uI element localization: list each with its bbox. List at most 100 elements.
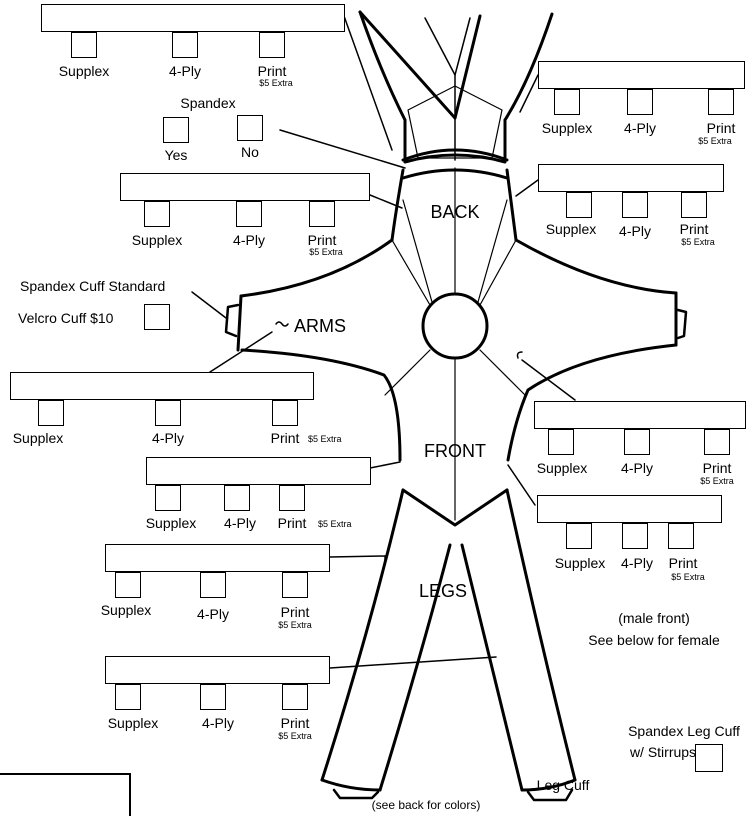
leg-left-hem: [320, 778, 382, 792]
label-spandex-cuff-standard: Spandex Cuff Standard: [20, 278, 166, 294]
checkbox-spandex-yes[interactable]: [163, 117, 189, 143]
checkbox-supplex-front-left[interactable]: [155, 485, 181, 511]
checkbox-spandex-leg-cuff[interactable]: [695, 744, 723, 772]
checkbox-4ply-top-right[interactable]: [627, 89, 653, 115]
checkbox-print-front-left[interactable]: [279, 485, 305, 511]
label-4ply: 4-Ply: [224, 515, 256, 531]
note-see-female: See below for female: [588, 632, 720, 648]
bottom-frame: [0, 773, 131, 816]
leg-left-outer: [320, 488, 405, 782]
checkbox-supplex-back-left[interactable]: [144, 201, 170, 227]
fabric-color-field-front-right[interactable]: [537, 495, 722, 523]
checkbox-4ply-front-left[interactable]: [224, 485, 250, 511]
torso-left: [390, 168, 405, 242]
label-supplex: Supplex: [545, 221, 597, 237]
checkbox-print-back-left[interactable]: [309, 201, 335, 227]
checkbox-4ply-front-right[interactable]: [622, 523, 648, 549]
label-supplex: Supplex: [145, 515, 197, 531]
leader-legs-2: [329, 656, 497, 669]
label-print-extra: $5 Extra: [278, 620, 312, 630]
checkbox-4ply-back-left[interactable]: [236, 201, 262, 227]
fabric-color-field-legs-lower[interactable]: [105, 656, 330, 684]
checkbox-supplex-top-right[interactable]: [554, 89, 580, 115]
checkbox-print-arms-right[interactable]: [704, 429, 730, 455]
arm-squiggle-left: [275, 321, 289, 327]
checkbox-spandex-no[interactable]: [237, 115, 263, 141]
checkbox-4ply-top-left[interactable]: [172, 32, 198, 58]
checkbox-print-top-left[interactable]: [259, 32, 285, 58]
label-4ply: 4-Ply: [624, 120, 656, 136]
checkbox-supplex-legs-upper[interactable]: [115, 572, 141, 598]
leader-mid-left: [369, 194, 403, 209]
arm-left-top: [239, 238, 394, 298]
label-4ply: 4-Ply: [152, 430, 184, 446]
label-supplex: Supplex: [107, 715, 159, 731]
checkbox-supplex-top-left[interactable]: [71, 32, 97, 58]
label-print: Print: [280, 715, 310, 731]
note-male-front: (male front): [618, 610, 690, 626]
checkbox-print-arms-left[interactable]: [272, 400, 298, 426]
leader-front-right: [507, 464, 536, 506]
leader-top-left: [343, 15, 393, 151]
label-4ply: 4-Ply: [621, 555, 653, 571]
shoulder-left-upper: [358, 10, 407, 122]
spandex-title: Spandex: [180, 95, 236, 111]
checkbox-supplex-arms-right[interactable]: [548, 429, 574, 455]
leader-mid-right: [515, 179, 539, 197]
label-supplex: Supplex: [131, 232, 183, 248]
checkbox-4ply-back-right[interactable]: [622, 192, 648, 218]
arm-right-cuff-tab: [676, 308, 688, 340]
checkbox-print-back-right[interactable]: [681, 192, 707, 218]
leader-spandex: [279, 129, 406, 169]
arm-left-cuff: [236, 294, 243, 352]
checkbox-print-top-right[interactable]: [708, 89, 734, 115]
checkbox-4ply-arms-left[interactable]: [155, 400, 181, 426]
fabric-color-field-legs-upper[interactable]: [105, 544, 330, 572]
fabric-color-field-arms-right[interactable]: [534, 401, 746, 429]
checkbox-supplex-back-right[interactable]: [566, 192, 592, 218]
fabric-color-field-back-left[interactable]: [120, 173, 370, 201]
checkbox-supplex-arms-left[interactable]: [38, 400, 64, 426]
label-print: Print: [280, 604, 310, 620]
checkbox-velcro-cuff[interactable]: [144, 304, 170, 330]
neck-band-top: [401, 148, 509, 162]
ray-w: [391, 239, 431, 306]
note-spandex-leg-cuff: Spandex Leg Cuff: [628, 723, 740, 739]
region-back-label: BACK: [430, 202, 480, 222]
checkbox-4ply-arms-right[interactable]: [624, 429, 650, 455]
label-supplex: Supplex: [541, 120, 593, 136]
checkbox-supplex-legs-lower[interactable]: [115, 684, 141, 710]
ray-ne: [477, 199, 508, 303]
arm-left-cuff-tab: [224, 303, 240, 338]
fabric-color-field-back-right[interactable]: [538, 164, 724, 192]
label-supplex: Supplex: [554, 555, 606, 571]
leader-arms: [209, 331, 273, 373]
label-print: Print: [307, 232, 337, 248]
label-4ply: 4-Ply: [621, 460, 653, 476]
fabric-color-field-top-right[interactable]: [538, 61, 745, 89]
label-supplex: Supplex: [12, 430, 64, 446]
leg-right-outer: [505, 488, 577, 782]
ray-nw: [402, 199, 433, 303]
leader-arm-right: [521, 359, 576, 401]
label-print: Print: [257, 63, 287, 79]
arm-right-top: [514, 238, 678, 295]
checkbox-print-legs-upper[interactable]: [282, 572, 308, 598]
fabric-color-field-top-left[interactable]: [41, 4, 345, 32]
fabric-color-field-arms-left[interactable]: [10, 372, 314, 400]
label-print-extra: $5 Extra: [309, 247, 343, 257]
back-pentagon: [407, 85, 503, 159]
torso-right: [505, 168, 518, 242]
label-supplex: Supplex: [58, 63, 110, 79]
region-legs-label: LEGS: [418, 581, 468, 601]
note-with-stirrups: w/ Stirrups: [629, 744, 697, 760]
checkbox-print-front-right[interactable]: [668, 523, 694, 549]
checkbox-print-legs-lower[interactable]: [282, 684, 308, 710]
checkbox-4ply-legs-upper[interactable]: [200, 572, 226, 598]
region-front-label: FRONT: [424, 441, 486, 461]
checkbox-4ply-legs-lower[interactable]: [200, 684, 226, 710]
ray-e: [479, 239, 517, 306]
checkbox-supplex-front-right[interactable]: [566, 523, 592, 549]
leg-right-hem: [520, 778, 577, 792]
fabric-color-field-front-left[interactable]: [146, 457, 371, 485]
